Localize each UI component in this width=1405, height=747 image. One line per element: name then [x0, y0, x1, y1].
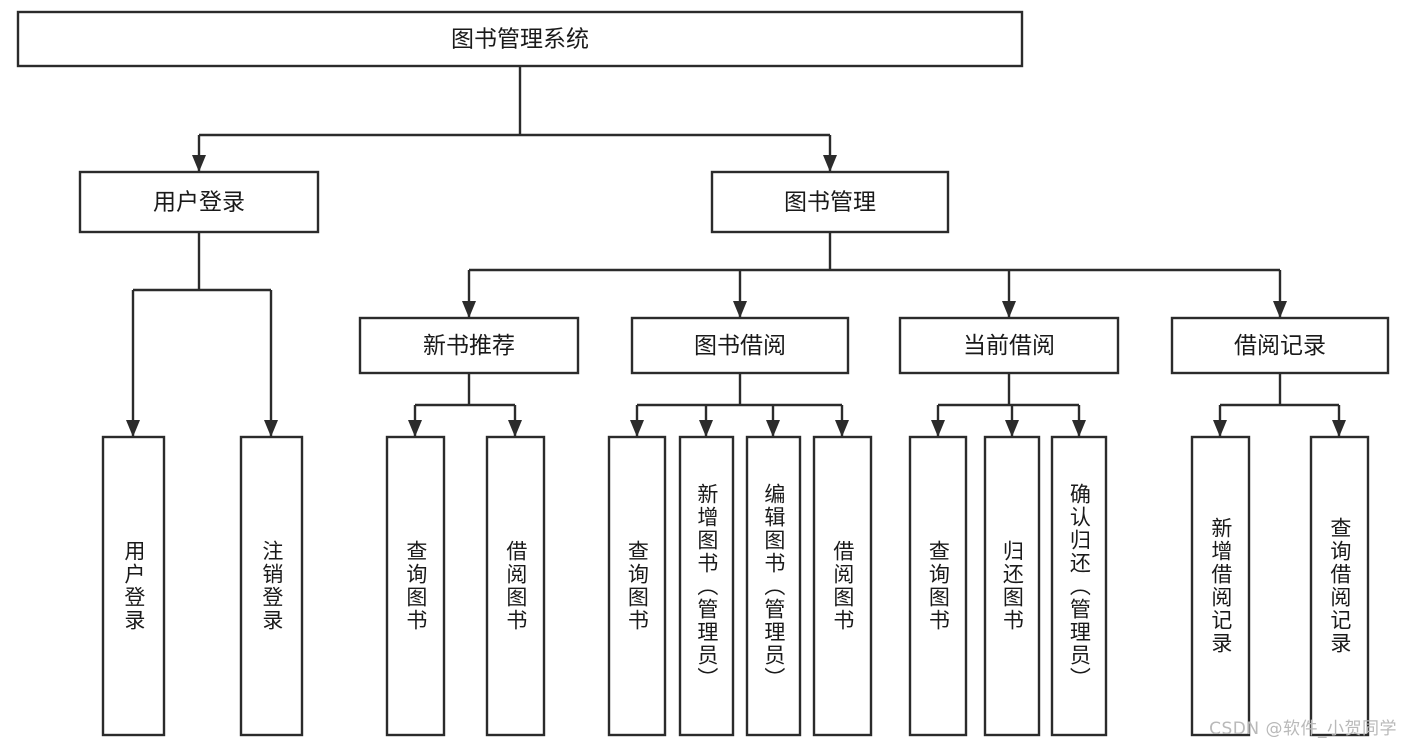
- edge-arrowhead: [264, 420, 278, 437]
- edge-arrowhead: [1273, 301, 1287, 318]
- node-box[interactable]: [678, 435, 735, 737]
- node-leaf-bb-borrow-book[interactable]: [812, 435, 873, 737]
- node-box[interactable]: [485, 435, 546, 737]
- edge-arrowhead: [823, 155, 837, 172]
- node-box[interactable]: [1309, 435, 1370, 737]
- edges-layer: [126, 66, 1346, 437]
- edge-arrowhead: [508, 420, 522, 437]
- node-leaf-bb-query-book[interactable]: [607, 435, 667, 737]
- node-book-borrow[interactable]: 图书借阅: [630, 316, 850, 375]
- node-box[interactable]: [1050, 435, 1108, 737]
- node-box[interactable]: [1190, 435, 1251, 737]
- node-leaf-br-query-record[interactable]: [1309, 435, 1370, 737]
- node-label: 图书管理系统: [451, 27, 589, 53]
- edge-arrowhead: [408, 420, 422, 437]
- node-label: 用户登录: [153, 190, 245, 216]
- edge-arrowhead: [1002, 301, 1016, 318]
- node-borrow-record[interactable]: 借阅记录: [1170, 316, 1390, 375]
- node-box[interactable]: [898, 316, 1120, 375]
- edge-arrowhead: [462, 301, 476, 318]
- node-box[interactable]: [983, 435, 1041, 737]
- node-label: 当前借阅: [963, 333, 1055, 359]
- node-leaf-rec-borrow-book[interactable]: [485, 435, 546, 737]
- edge-arrowhead: [126, 420, 140, 437]
- node-box[interactable]: [745, 435, 802, 737]
- node-user-login[interactable]: 用户登录: [78, 170, 320, 234]
- node-leaf-cb-return-book[interactable]: [983, 435, 1041, 737]
- node-leaf-br-add-record[interactable]: [1190, 435, 1251, 737]
- edge-arrowhead: [1005, 420, 1019, 437]
- node-box[interactable]: [385, 435, 446, 737]
- node-root-system[interactable]: 图书管理系统: [16, 10, 1024, 68]
- edge-arrowhead: [192, 155, 206, 172]
- node-label: 图书借阅: [694, 333, 786, 359]
- node-label: 借阅记录: [1234, 333, 1326, 359]
- node-box[interactable]: [358, 316, 580, 375]
- edge-arrowhead: [766, 420, 780, 437]
- node-box[interactable]: [812, 435, 873, 737]
- node-leaf-cb-confirm-return[interactable]: [1050, 435, 1108, 737]
- node-current-borrow[interactable]: 当前借阅: [898, 316, 1120, 375]
- edge-arrowhead: [630, 420, 644, 437]
- node-leaf-user-logout[interactable]: [239, 435, 304, 737]
- edge-arrowhead: [835, 420, 849, 437]
- node-box[interactable]: [607, 435, 667, 737]
- node-box[interactable]: [1170, 316, 1390, 375]
- edge-arrowhead: [733, 301, 747, 318]
- node-new-book-rec[interactable]: 新书推荐: [358, 316, 580, 375]
- node-box[interactable]: [710, 170, 950, 234]
- edge-arrowhead: [1072, 420, 1086, 437]
- node-box[interactable]: [908, 435, 968, 737]
- node-box[interactable]: [101, 435, 166, 737]
- node-box[interactable]: [16, 10, 1024, 68]
- csdn-watermark: CSDN @软件_小贺同学: [1209, 719, 1397, 739]
- node-leaf-rec-query-book[interactable]: [385, 435, 446, 737]
- node-label: 新书推荐: [423, 333, 515, 359]
- node-leaf-bb-add-book[interactable]: [678, 435, 735, 737]
- node-book-manage[interactable]: 图书管理: [710, 170, 950, 234]
- node-box[interactable]: [630, 316, 850, 375]
- edge-arrowhead: [1332, 420, 1346, 437]
- node-box[interactable]: [78, 170, 320, 234]
- edge-arrowhead: [699, 420, 713, 437]
- node-box[interactable]: [239, 435, 304, 737]
- node-leaf-user-login[interactable]: [101, 435, 166, 737]
- edge-arrowhead: [931, 420, 945, 437]
- node-leaf-cb-query-book[interactable]: [908, 435, 968, 737]
- node-label: 图书管理: [784, 190, 876, 216]
- node-leaf-bb-edit-book[interactable]: [745, 435, 802, 737]
- edge-arrowhead: [1213, 420, 1227, 437]
